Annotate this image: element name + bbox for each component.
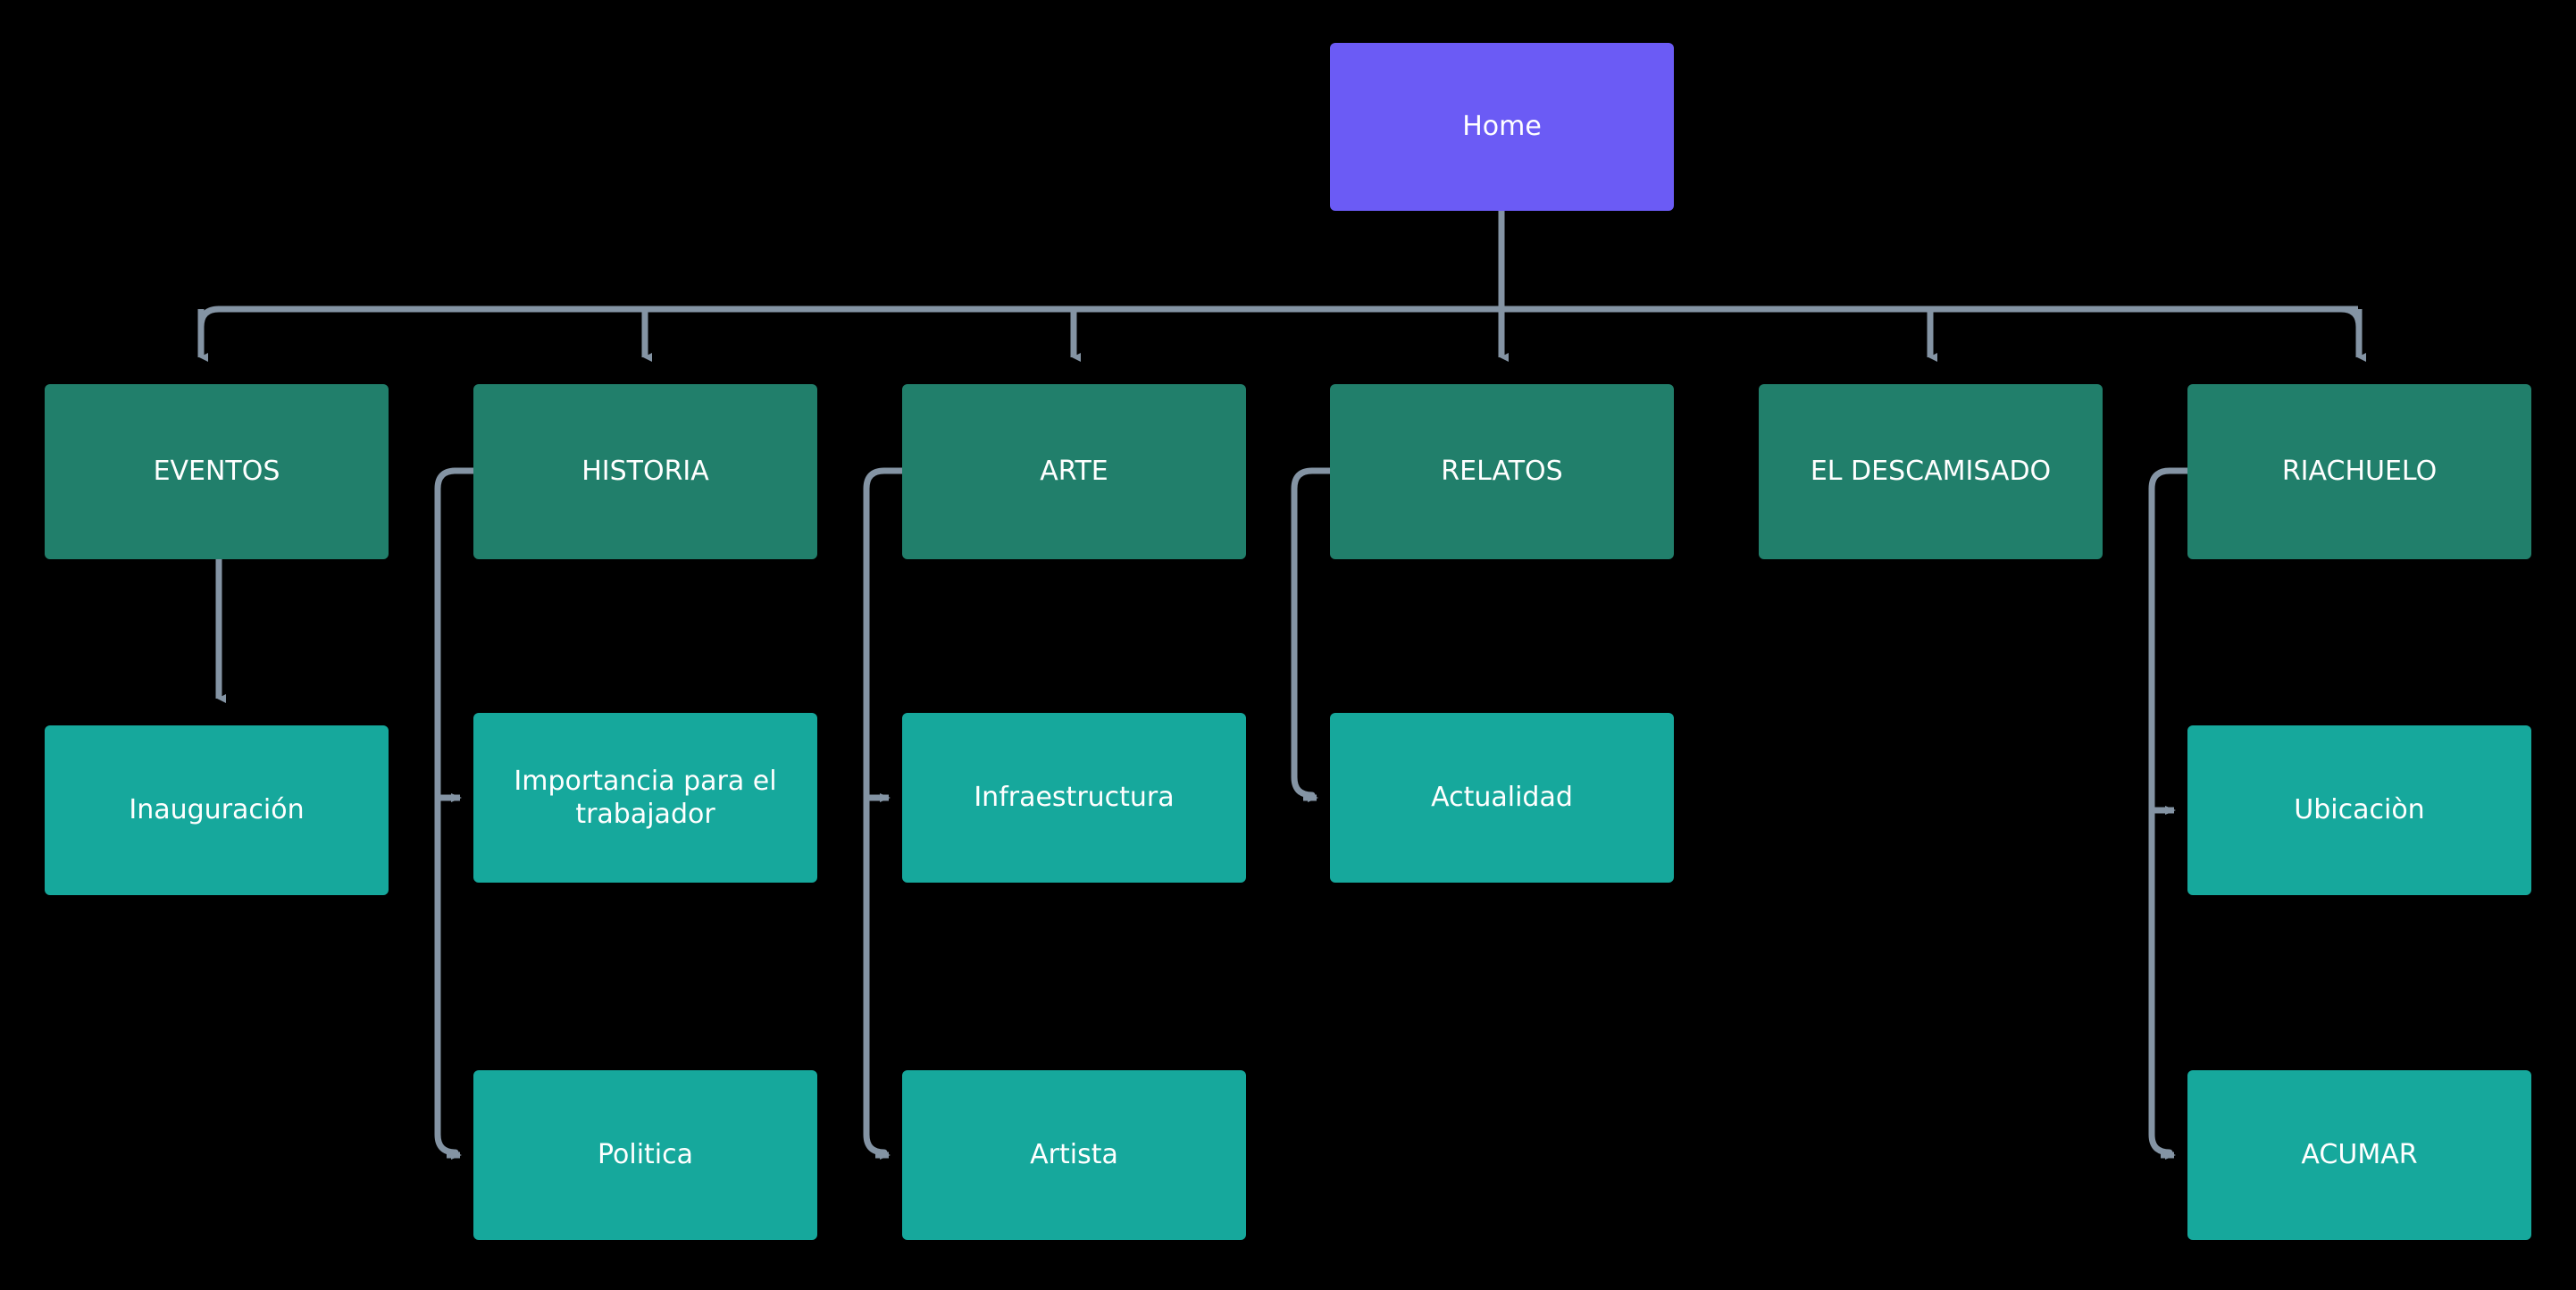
wire-arte-trunk	[863, 467, 902, 1156]
node-acumar-label: ACUMAR	[2301, 1139, 2418, 1171]
node-inauguracion-label: Inauguración	[129, 794, 305, 826]
wire-riachuelo-trunk	[2148, 467, 2187, 1156]
node-importancia-para-el-trabajador[interactable]: Importancia para el trabajador	[473, 713, 817, 883]
node-riachuelo[interactable]: RIACHUELO	[2187, 384, 2531, 559]
node-politica[interactable]: Politica	[473, 1070, 817, 1240]
node-el-descamisado[interactable]: EL DESCAMISADO	[1759, 384, 2103, 559]
node-historia[interactable]: HISTORIA	[473, 384, 817, 559]
wire-bus-corner-left	[197, 306, 220, 357]
node-home[interactable]: Home	[1330, 43, 1674, 211]
wire-relatos-trunk	[1291, 467, 1330, 799]
node-acumar[interactable]: ACUMAR	[2187, 1070, 2531, 1240]
wire-bus-corner-right	[2340, 306, 2363, 357]
node-inauguracion[interactable]: Inauguración	[45, 725, 389, 895]
node-ubicacion-label: Ubicaciòn	[2294, 794, 2425, 826]
node-relatos[interactable]: RELATOS	[1330, 384, 1674, 559]
node-infraestructura-label: Infraestructura	[974, 782, 1175, 814]
node-politica-label: Politica	[597, 1139, 694, 1171]
node-home-label: Home	[1462, 111, 1542, 143]
node-infraestructura[interactable]: Infraestructura	[902, 713, 1246, 883]
node-relatos-label: RELATOS	[1441, 456, 1563, 488]
node-artista-label: Artista	[1030, 1139, 1118, 1171]
node-actualidad[interactable]: Actualidad	[1330, 713, 1674, 883]
node-historia-label: HISTORIA	[581, 456, 709, 488]
node-riachuelo-label: RIACHUELO	[2281, 456, 2438, 488]
node-actualidad-label: Actualidad	[1431, 782, 1573, 814]
node-arte-label: ARTE	[1040, 456, 1108, 488]
node-ubicacion[interactable]: Ubicaciòn	[2187, 725, 2531, 895]
node-eventos-label: EVENTOS	[153, 456, 280, 488]
wire-historia-trunk	[434, 467, 473, 1156]
node-eventos[interactable]: EVENTOS	[45, 384, 389, 559]
node-artista[interactable]: Artista	[902, 1070, 1246, 1240]
node-importancia-para-el-trabajador-label: Importancia para el trabajador	[514, 765, 777, 831]
node-el-descamisado-label: EL DESCAMISADO	[1810, 456, 2052, 488]
node-arte[interactable]: ARTE	[902, 384, 1246, 559]
